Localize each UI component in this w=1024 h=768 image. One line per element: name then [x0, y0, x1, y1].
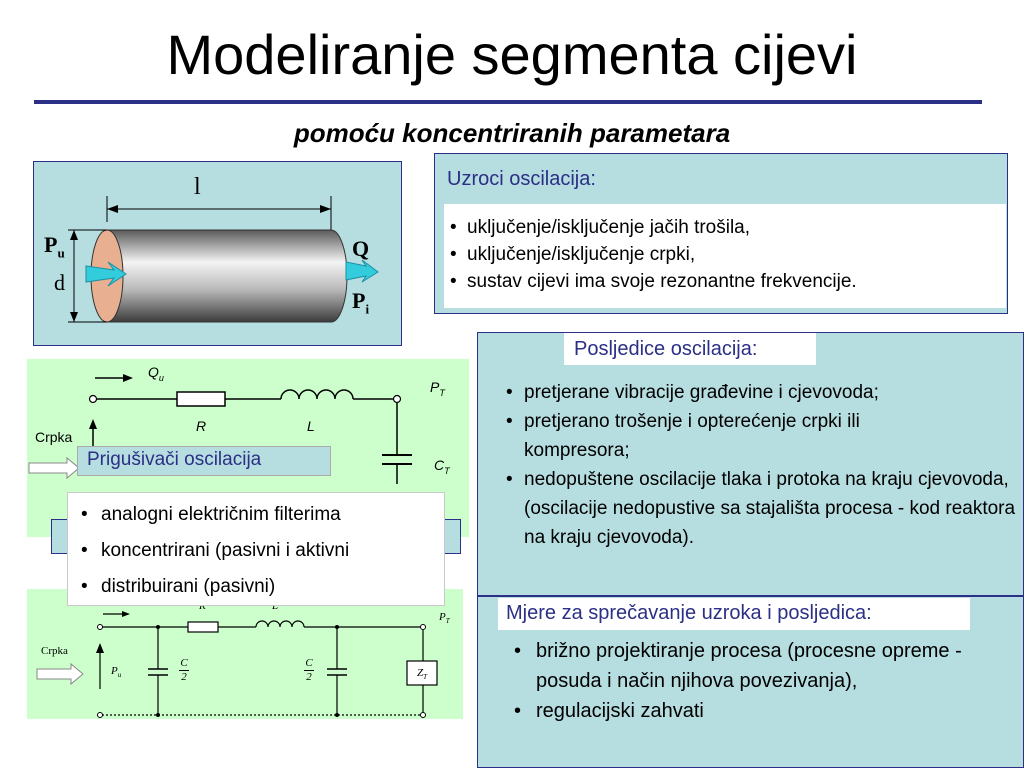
- circuit-1-ct-label: CT: [434, 457, 450, 476]
- pipe-figure: l Pu d Q Pi: [33, 161, 402, 346]
- list-item: •uključenje/isključenje jačih trošila,: [450, 217, 751, 238]
- circuit-2-l-label: L: [272, 600, 279, 612]
- dampers-list-panel: •analogni električnim filterima •koncent…: [67, 492, 445, 606]
- circuit-1-r-label: R: [196, 418, 207, 434]
- pipe-length-label: l: [194, 174, 201, 200]
- circuit-1-pt-label: PT: [430, 379, 445, 398]
- circuit-1-drawing: [28, 374, 412, 484]
- circuit-1-flow-label: Qu: [148, 364, 164, 383]
- dampers-heading-box: Prigušivači oscilacija: [77, 446, 331, 476]
- measures-heading: Mjere za sprečavanje uzroka i posljedica…: [506, 602, 872, 624]
- measures-list: •brižno projektiranje procesa (procesne …: [514, 636, 984, 726]
- circuit-2-drawing: [36, 611, 438, 718]
- title-underline: [34, 100, 982, 104]
- circuit-2-pt-label: PT: [439, 611, 450, 626]
- dampers-list: •analogni električnim filterima •koncent…: [81, 497, 349, 605]
- slide-title: Modeliranje segmenta cijevi: [166, 23, 858, 86]
- resistor-symbol: [176, 391, 226, 407]
- circuit-1-pump-label: Crpka: [35, 429, 73, 445]
- list-item: •brižno projektiranje procesa (procesne …: [514, 640, 962, 692]
- outflow-arrow-icon: [345, 259, 379, 283]
- causes-heading: Uzroci oscilacija:: [447, 168, 596, 190]
- measures-box: Mjere za sprečavanje uzroka i posljedica…: [477, 596, 1024, 768]
- inductor-symbol: [280, 389, 354, 400]
- consequences-heading: Posljedice oscilacija:: [574, 338, 758, 360]
- pump-arrow-icon: [28, 456, 80, 480]
- circuit-2-pu-label: Pu: [111, 665, 122, 680]
- slide-subtitle: pomoću koncentriranih parametara: [293, 118, 731, 148]
- impedance-symbol: [406, 660, 438, 686]
- list-item: •uključenje/isključenje crpki,: [450, 244, 696, 265]
- circuit-1-l-label: L: [307, 418, 315, 434]
- list-item: •regulacijski zahvati: [514, 700, 704, 722]
- inductor-symbol: [255, 620, 305, 628]
- causes-box: Uzroci oscilacija: •uključenje/isključen…: [434, 153, 1008, 314]
- pressure-arrow-icon: [89, 419, 97, 429]
- flow-arrow-icon: [123, 374, 133, 382]
- circuit-2-zt-label: ZT: [417, 667, 428, 682]
- pressure-arrow-icon: [96, 643, 104, 653]
- pipe-outlet-pressure-label: Pi: [352, 288, 370, 317]
- causes-list: •uključenje/isključenje jačih trošila, •…: [450, 214, 857, 295]
- list-item: •pretjerane vibracije građevine i cjevov…: [506, 382, 879, 403]
- circuit-2-pump-label: Crpka: [41, 645, 68, 657]
- resistor-symbol: [187, 621, 219, 633]
- list-item: •analogni električnim filterima: [81, 504, 341, 525]
- consequences-box: Posljedice oscilacija: •pretjerane vibra…: [477, 332, 1024, 596]
- measures-heading-tab: [498, 598, 970, 630]
- pipe-diameter-label: d: [54, 270, 65, 295]
- flow-arrow-icon: [122, 611, 130, 617]
- pipe-flow-label: Q: [352, 236, 370, 261]
- inflow-arrow-icon: [85, 261, 127, 287]
- list-item: •distribuirani (pasivni): [81, 576, 276, 597]
- list-item: •pretjerano trošenje i opterećenje crpki…: [506, 411, 860, 461]
- pipe-inlet-pressure-label: Pu: [44, 232, 65, 261]
- dampers-heading: Prigušivači oscilacija: [87, 449, 262, 470]
- consequences-heading-tab: [564, 333, 816, 365]
- list-item: •sustav cijevi ima svoje rezonantne frek…: [450, 271, 857, 292]
- list-item: •koncentrirani (pasivni i aktivni: [81, 540, 350, 561]
- consequences-list: •pretjerane vibracije građevine i cjevov…: [506, 378, 1016, 552]
- circuit-2-r-label: R: [199, 600, 206, 612]
- pipe-drawing: [68, 196, 379, 323]
- causes-list-panel: •uključenje/isključenje jačih trošila, •…: [444, 204, 1006, 308]
- list-item: •nedopuštene oscilacije tlaka i protoka …: [506, 469, 1016, 548]
- pump-arrow-icon: [36, 662, 84, 686]
